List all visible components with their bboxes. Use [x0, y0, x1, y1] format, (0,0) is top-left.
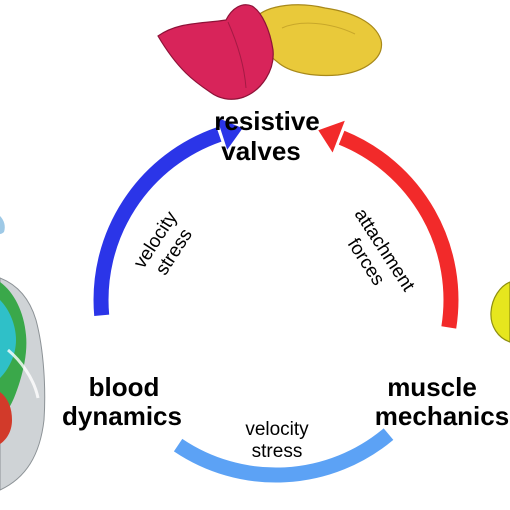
node-label-muscle-line2: mechanics [375, 401, 509, 431]
node-label-blood-line1: blood [89, 372, 160, 402]
node-label-muscle-line1: muscle [387, 372, 477, 402]
valve-leaflet-left [157, 4, 274, 100]
node-label-valves-line2: valves [221, 136, 301, 166]
edge-label-muscle-to-blood-line2: stress [252, 441, 303, 462]
arc-valves-to-muscle [338, 130, 459, 329]
arrowhead-valves-to-muscle [318, 120, 345, 153]
arc-blood-to-valves [93, 127, 222, 316]
arrowhead-blood-to-valves [216, 117, 243, 150]
cycle-arcs [93, 117, 459, 483]
edge-label-blood-to-valves: velocity stress [130, 207, 197, 279]
muscle-mechanics-image [490, 281, 510, 343]
node-label-blood-line2: dynamics [62, 401, 182, 431]
arc-muscle-to-blood [173, 428, 394, 483]
edge-label-valves-to-muscle: attachment forces [343, 205, 419, 296]
node-label-valves-line1: resistive [214, 106, 320, 136]
blood-flow-heart-image [0, 216, 46, 491]
edge-label-muscle-to-blood-line1: velocity [245, 419, 309, 440]
valve-leaflet-right [254, 4, 383, 77]
valve-leaflets-image [157, 4, 383, 100]
